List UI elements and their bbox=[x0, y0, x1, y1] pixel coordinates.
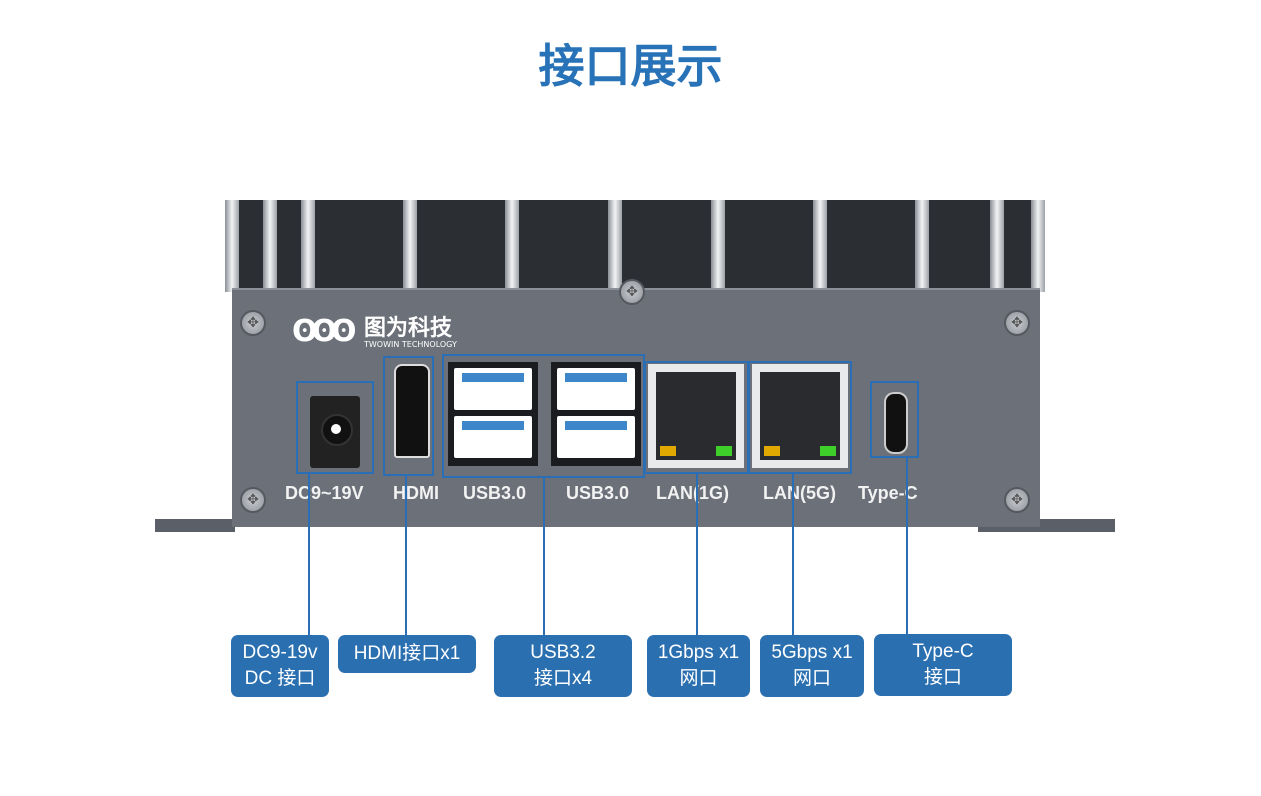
port-label-lan-1g: LAN(1G) bbox=[656, 483, 729, 503]
highlight-usb bbox=[442, 354, 645, 478]
usb-port-stack-1 bbox=[448, 362, 538, 466]
screw-icon bbox=[1004, 310, 1030, 336]
screw-icon bbox=[240, 487, 266, 513]
type-c-port bbox=[884, 392, 908, 454]
highlight-type-c bbox=[870, 381, 919, 458]
port-label-hdmi: HDMI bbox=[393, 483, 439, 503]
page-title: 接口展示 bbox=[538, 39, 723, 93]
leader-line bbox=[405, 475, 407, 636]
brand-name: 图为科技 bbox=[364, 316, 453, 341]
leader-line bbox=[792, 473, 794, 636]
leader-line bbox=[308, 473, 310, 636]
lan-port-5g bbox=[752, 364, 848, 468]
lan-port-1g bbox=[648, 364, 744, 468]
dc-jack bbox=[310, 396, 360, 468]
mounting-foot-left bbox=[155, 519, 235, 532]
leader-line bbox=[543, 477, 545, 636]
brand-logo: ʘʘʘ 图为科技 TWOWIN TECHNOLOGY bbox=[292, 310, 482, 352]
port-label-usb-2: USB3.0 bbox=[566, 483, 630, 503]
port-label-lan-5g: LAN(5G) bbox=[763, 483, 836, 503]
highlight-dc bbox=[296, 381, 374, 474]
port-label-type-c: Type-C bbox=[858, 483, 918, 503]
screw-icon bbox=[240, 310, 266, 336]
screw-icon bbox=[1004, 487, 1030, 513]
port-label-usb-1: USB3.0 bbox=[463, 483, 527, 503]
callout-hdmi: HDMI接口x1 bbox=[338, 635, 476, 673]
highlight-lan-1g bbox=[644, 361, 749, 474]
hdmi-port bbox=[394, 364, 430, 458]
port-label-dc: DC9~19V bbox=[285, 483, 364, 503]
highlight-hdmi bbox=[383, 356, 434, 476]
heatsink-fins bbox=[225, 200, 1045, 292]
highlight-lan-5g bbox=[748, 361, 852, 474]
screw-icon bbox=[619, 279, 645, 305]
leader-line bbox=[906, 457, 908, 635]
logo-mark-icon: ʘʘʘ bbox=[292, 314, 356, 349]
leader-line bbox=[696, 473, 698, 636]
brand-tagline: TWOWIN TECHNOLOGY bbox=[364, 340, 457, 349]
usb-port-stack-2 bbox=[551, 362, 641, 466]
